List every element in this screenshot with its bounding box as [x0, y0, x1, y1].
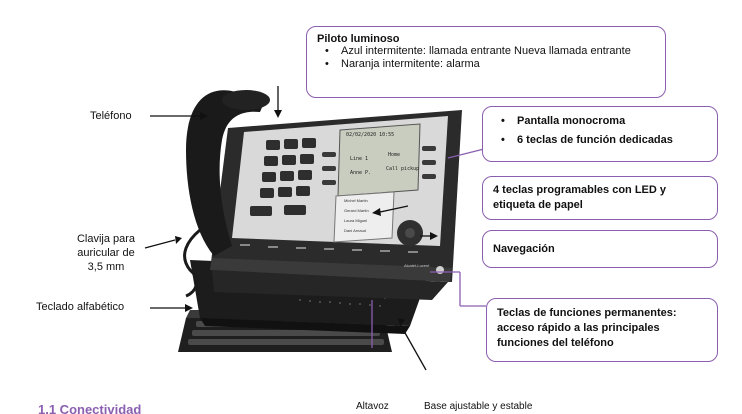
callout-programmable-keys: 4 teclas programables con LED y etiqueta… [482, 176, 718, 220]
label-speaker: Altavoz [356, 401, 389, 412]
screen-line-1: Line 1 [350, 156, 369, 162]
callout-led-item: Naranja intermitente: alarma [317, 58, 655, 71]
callout-programmable-keys-text: 4 teclas programables con LED y etiqueta… [493, 184, 667, 211]
section-heading: 1.1 Conectividad [38, 402, 142, 414]
permanent-function-keys [240, 244, 418, 253]
arrow-heads [175, 110, 438, 326]
screen-right-1: Home [388, 152, 401, 158]
callout-led-item: Azul intermitente: llamada entrante Nuev… [317, 45, 655, 58]
callout-navigation: Navegación [482, 230, 718, 268]
programmable-keys-panel [333, 191, 395, 243]
handset [183, 90, 270, 298]
prog-key-4: Dani Arnaud [344, 228, 367, 233]
display-function-keys [322, 146, 436, 185]
label-headset-jack: Clavija para auricular de 3,5 mm [76, 233, 136, 273]
callout-permanent-keys-text: Teclas de funciones permanentes: acceso … [497, 307, 677, 349]
callout-display-item: Pantalla monocroma [493, 115, 707, 128]
label-phone: Teléfono [90, 110, 132, 122]
callout-permanent-keys: Teclas de funciones permanentes: acceso … [486, 298, 718, 362]
callout-display: Pantalla monocroma 6 teclas de función d… [482, 106, 718, 162]
callout-display-item: 6 teclas de función dedicadas [493, 134, 707, 147]
prog-key-3: Laura Miguel [344, 218, 368, 223]
callout-navigation-text: Navegación [493, 243, 555, 255]
navigation-ring [397, 220, 423, 246]
numeric-keypad [250, 138, 316, 216]
prog-key-2: Gerard Martin [344, 208, 369, 213]
label-keyboard: Teclado alfabético [36, 301, 125, 313]
brand-text: Alcatel-Lucent [404, 263, 430, 268]
monochrome-display [337, 123, 421, 197]
callout-led-title: Piloto luminoso [317, 33, 400, 45]
accent-leader-lines [371, 147, 489, 348]
prog-key-1: Michel Martin [344, 198, 368, 203]
screen-line-2: Anne P. [350, 170, 372, 176]
leader-lines [144, 86, 430, 371]
screen-top: 02/02/2020 10:55 [346, 132, 395, 138]
label-stand: Base ajustable y estable [424, 401, 533, 412]
brand-logo [436, 266, 444, 274]
callout-led: Piloto luminoso Azul intermitente: llama… [306, 26, 666, 98]
screen-right-2: Call pickup [386, 166, 420, 172]
